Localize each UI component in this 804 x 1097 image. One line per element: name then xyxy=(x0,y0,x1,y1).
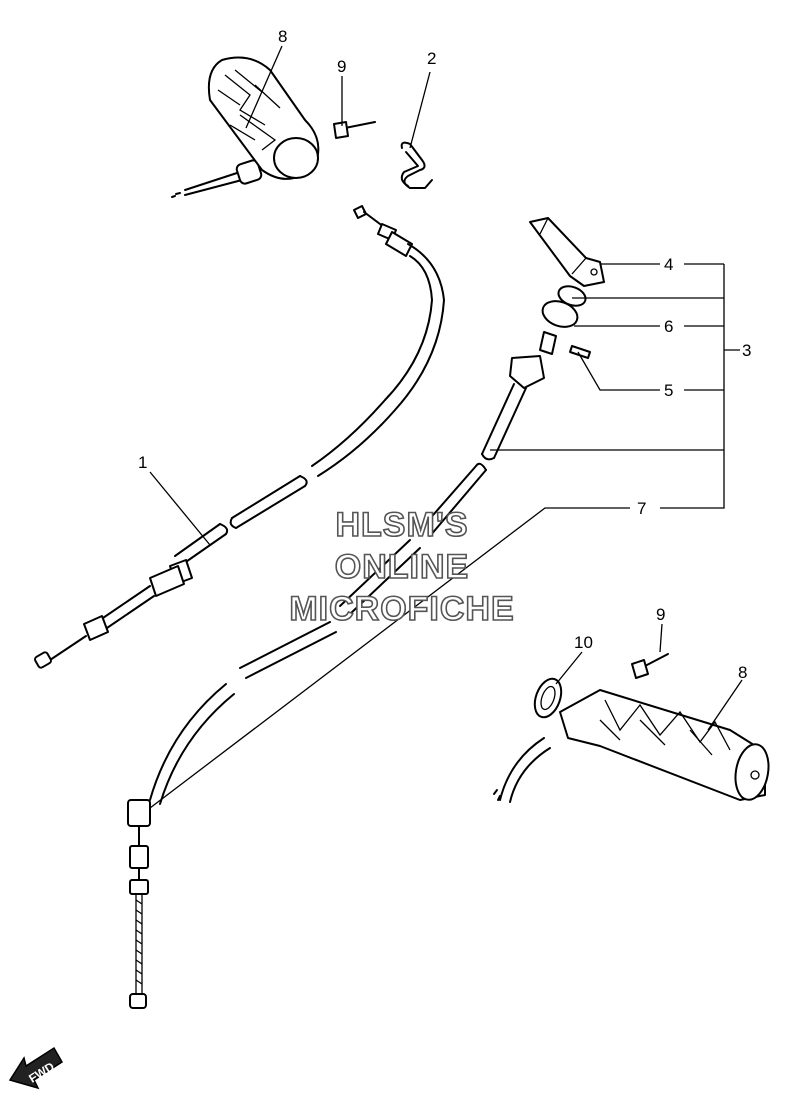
screw-bottom xyxy=(631,653,669,679)
watermark-line-1: HLSM'S xyxy=(335,506,468,544)
callout-9-top: 9 xyxy=(337,57,346,76)
callout-5: 5 xyxy=(664,381,673,400)
callout-4: 4 xyxy=(664,255,673,274)
callout-2: 2 xyxy=(427,49,436,68)
throttle-cable xyxy=(34,205,445,669)
callout-1: 1 xyxy=(138,453,147,472)
callout-6: 6 xyxy=(664,317,673,336)
callout-8-top: 8 xyxy=(278,27,287,46)
callout-7: 7 xyxy=(637,499,646,518)
callout-8-bottom: 8 xyxy=(738,663,747,682)
watermark-line-3: MICROFICHE xyxy=(289,590,514,628)
grip-top-left xyxy=(171,56,320,198)
watermark-line-2: ONLINE xyxy=(335,548,469,586)
fwd-arrow-icon: FWD xyxy=(8,1046,64,1090)
long-cable xyxy=(127,462,487,1009)
screw-top xyxy=(333,121,376,139)
callout-3: 3 xyxy=(742,341,751,360)
watermark: HLSM'S ONLINE MICROFICHE xyxy=(289,505,515,629)
callout-numbers: 1 2 3 4 5 6 7 8 8 9 9 10 xyxy=(138,27,751,682)
leader-lines xyxy=(149,45,743,809)
callout-9-bottom: 9 xyxy=(656,605,665,624)
cable-clip xyxy=(400,141,433,189)
grip-bottom-right xyxy=(493,677,770,803)
lever-assembly xyxy=(481,217,605,461)
callout-10: 10 xyxy=(574,633,593,652)
